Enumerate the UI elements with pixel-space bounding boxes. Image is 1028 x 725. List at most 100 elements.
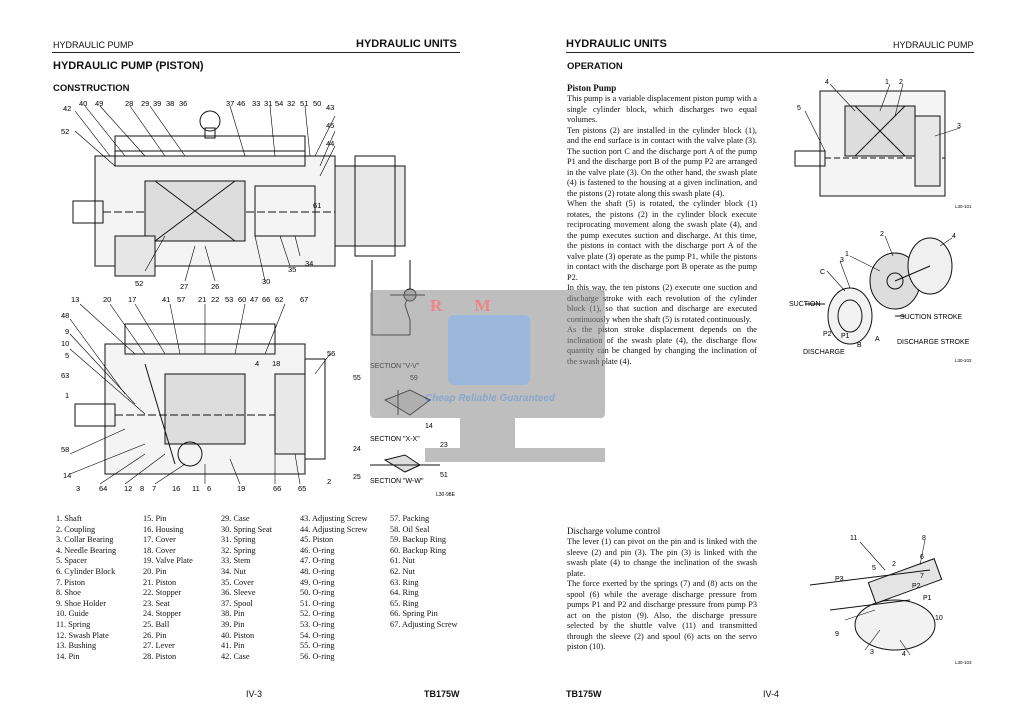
right-footer-model: TB175W	[566, 689, 602, 699]
operation-heading: OPERATION	[567, 61, 623, 72]
legend-item: 5. Spacer	[56, 556, 87, 566]
callout-label: 35	[288, 265, 296, 274]
callout-label: 56	[327, 349, 335, 358]
piston-pump-subtitle: Piston Pump	[567, 83, 617, 93]
callout-label: 50	[313, 99, 321, 108]
legend-item: 15. Pin	[143, 514, 167, 523]
callout-label: 13	[71, 295, 79, 304]
callout-label: 40	[79, 99, 87, 108]
legend-item: 66. Spring Pin	[390, 609, 438, 619]
callout-label: 4	[952, 233, 956, 240]
callout-label: 2	[327, 477, 331, 486]
callout-label: 16	[172, 484, 180, 493]
callout-label: 65	[298, 484, 306, 493]
left-header-section: HYDRAULIC PUMP	[53, 40, 134, 50]
legend-item: 22. Stopper	[143, 588, 182, 598]
section-detail-drawings: SECTION "V-V" SECTION "X-X" SECTION "W-W…	[353, 260, 456, 498]
callout-label: 5	[872, 565, 876, 572]
callout-label: 34	[305, 259, 313, 268]
callout-label: 4	[255, 359, 259, 368]
callout-label: 8	[922, 535, 926, 542]
legend-item: 52. O-ring	[300, 609, 335, 619]
callout-label: 58	[61, 445, 69, 454]
watermark-stand	[460, 418, 515, 448]
callout-label: 20	[103, 295, 111, 304]
left-header-chapter: HYDRAULIC UNITS	[356, 38, 457, 50]
callout-label: 8	[140, 484, 144, 493]
legend-item: 65. Ring	[390, 598, 419, 608]
legend-item: 43. Adjusting Screw	[300, 514, 368, 523]
callout-label: P1	[841, 333, 850, 340]
left-header-rule	[52, 52, 460, 53]
section-vv-label: SECTION "V-V"	[370, 363, 420, 370]
body-paragraph: This pump is a variable displacement pis…	[567, 94, 757, 124]
callout-label: 28	[125, 99, 133, 108]
legend-item: 42. Case	[221, 651, 250, 661]
legend-item: 59. Backup Ring	[390, 535, 446, 545]
discharge-control-figure: 11 8 P3 6 7 P2 P1 10 9 3 5 4 2 L30-103	[809, 535, 972, 665]
callout-label: 9	[65, 327, 69, 336]
callout-label: 38	[166, 99, 174, 108]
callout-label: 59	[410, 375, 418, 382]
legend-item: 11. Spring	[56, 619, 91, 629]
discharge-stroke-label: DISCHARGE STROKE	[897, 339, 970, 346]
callout-label: C	[820, 269, 825, 276]
callout-label: 67	[300, 295, 308, 304]
legend-item: 10. Guide	[56, 609, 89, 619]
discharge-control-subtitle: Discharge volume control	[567, 526, 661, 536]
legend-item: 8. Shoe	[56, 588, 81, 598]
body-paragraph: When the shaft (5) is rotated, the cylin…	[567, 199, 757, 282]
legend-item: 33. Stem	[221, 556, 251, 566]
legend-item: 63. Ring	[390, 577, 419, 587]
callout-label: 51	[300, 99, 308, 108]
body-paragraph: In this way, the ten pistons (2) execute…	[567, 283, 757, 324]
pump-longitudinal-section-drawing: 13 20 17 41 57 21 22 53 60 47 66 62 67 4…	[61, 295, 335, 493]
callout-label: 47	[250, 295, 258, 304]
left-footer-model: TB175W	[424, 689, 460, 699]
callout-label: 14	[63, 471, 71, 480]
legend-item: 54. O-ring	[300, 630, 335, 640]
legend-item: 61. Nut	[390, 556, 415, 566]
callout-label: 63	[61, 371, 69, 380]
callout-label: 66	[273, 484, 281, 493]
right-footer-page: IV-4	[763, 689, 780, 699]
legend-item: 13. Bushing	[56, 641, 97, 651]
legend-item: 46. O-ring	[300, 545, 335, 555]
watermark-screen	[448, 315, 530, 385]
callout-label: 17	[128, 295, 136, 304]
valve-plate-operation-figure: 2 4 1 C 3 B A P2 P1 SUCTION DISCHARGE SU…	[789, 231, 972, 363]
legend-item: 4. Needle Bearing	[56, 545, 117, 555]
legend-item: 67. Adjusting Screw	[390, 619, 458, 629]
legend-item: 30. Spring Seat	[221, 524, 272, 534]
callout-label: 32	[287, 99, 295, 108]
callout-label: 55	[353, 375, 361, 382]
legend-item: 55. O-ring	[300, 641, 335, 651]
callout-label: 49	[95, 99, 103, 108]
legend-item: 17. Cover	[143, 535, 176, 545]
drawing-code: L30-101	[955, 204, 972, 209]
callout-label: 43	[326, 103, 334, 112]
legend-item: 24. Stopper	[143, 609, 182, 619]
legend-item: 26. Pin	[143, 630, 167, 640]
callout-label: 51	[440, 472, 448, 479]
body-paragraph: As the piston stroke displacement depend…	[567, 325, 757, 366]
callout-label: P3	[835, 576, 844, 583]
legend-item: 58. Oil Seal	[390, 524, 430, 534]
legend-item: 6. Cylinder Block	[56, 566, 116, 576]
callout-label: 29	[141, 99, 149, 108]
callout-label: 12	[124, 484, 132, 493]
callout-label: 48	[61, 311, 69, 320]
callout-label: 14	[425, 423, 433, 430]
callout-label: 6	[207, 484, 211, 493]
legend-item: 2. Coupling	[56, 524, 96, 534]
legend-item: 37. Spool	[221, 598, 253, 608]
legend-item: 23. Seat	[143, 598, 170, 608]
legend-item: 41. Pin	[221, 641, 245, 651]
callout-label: 57	[177, 295, 185, 304]
legend-item: 12. Swash Plate	[56, 630, 109, 640]
callout-label: 22	[211, 295, 219, 304]
legend-item: 44. Adjusting Screw	[300, 524, 368, 534]
suction-label: SUCTION	[789, 301, 821, 308]
